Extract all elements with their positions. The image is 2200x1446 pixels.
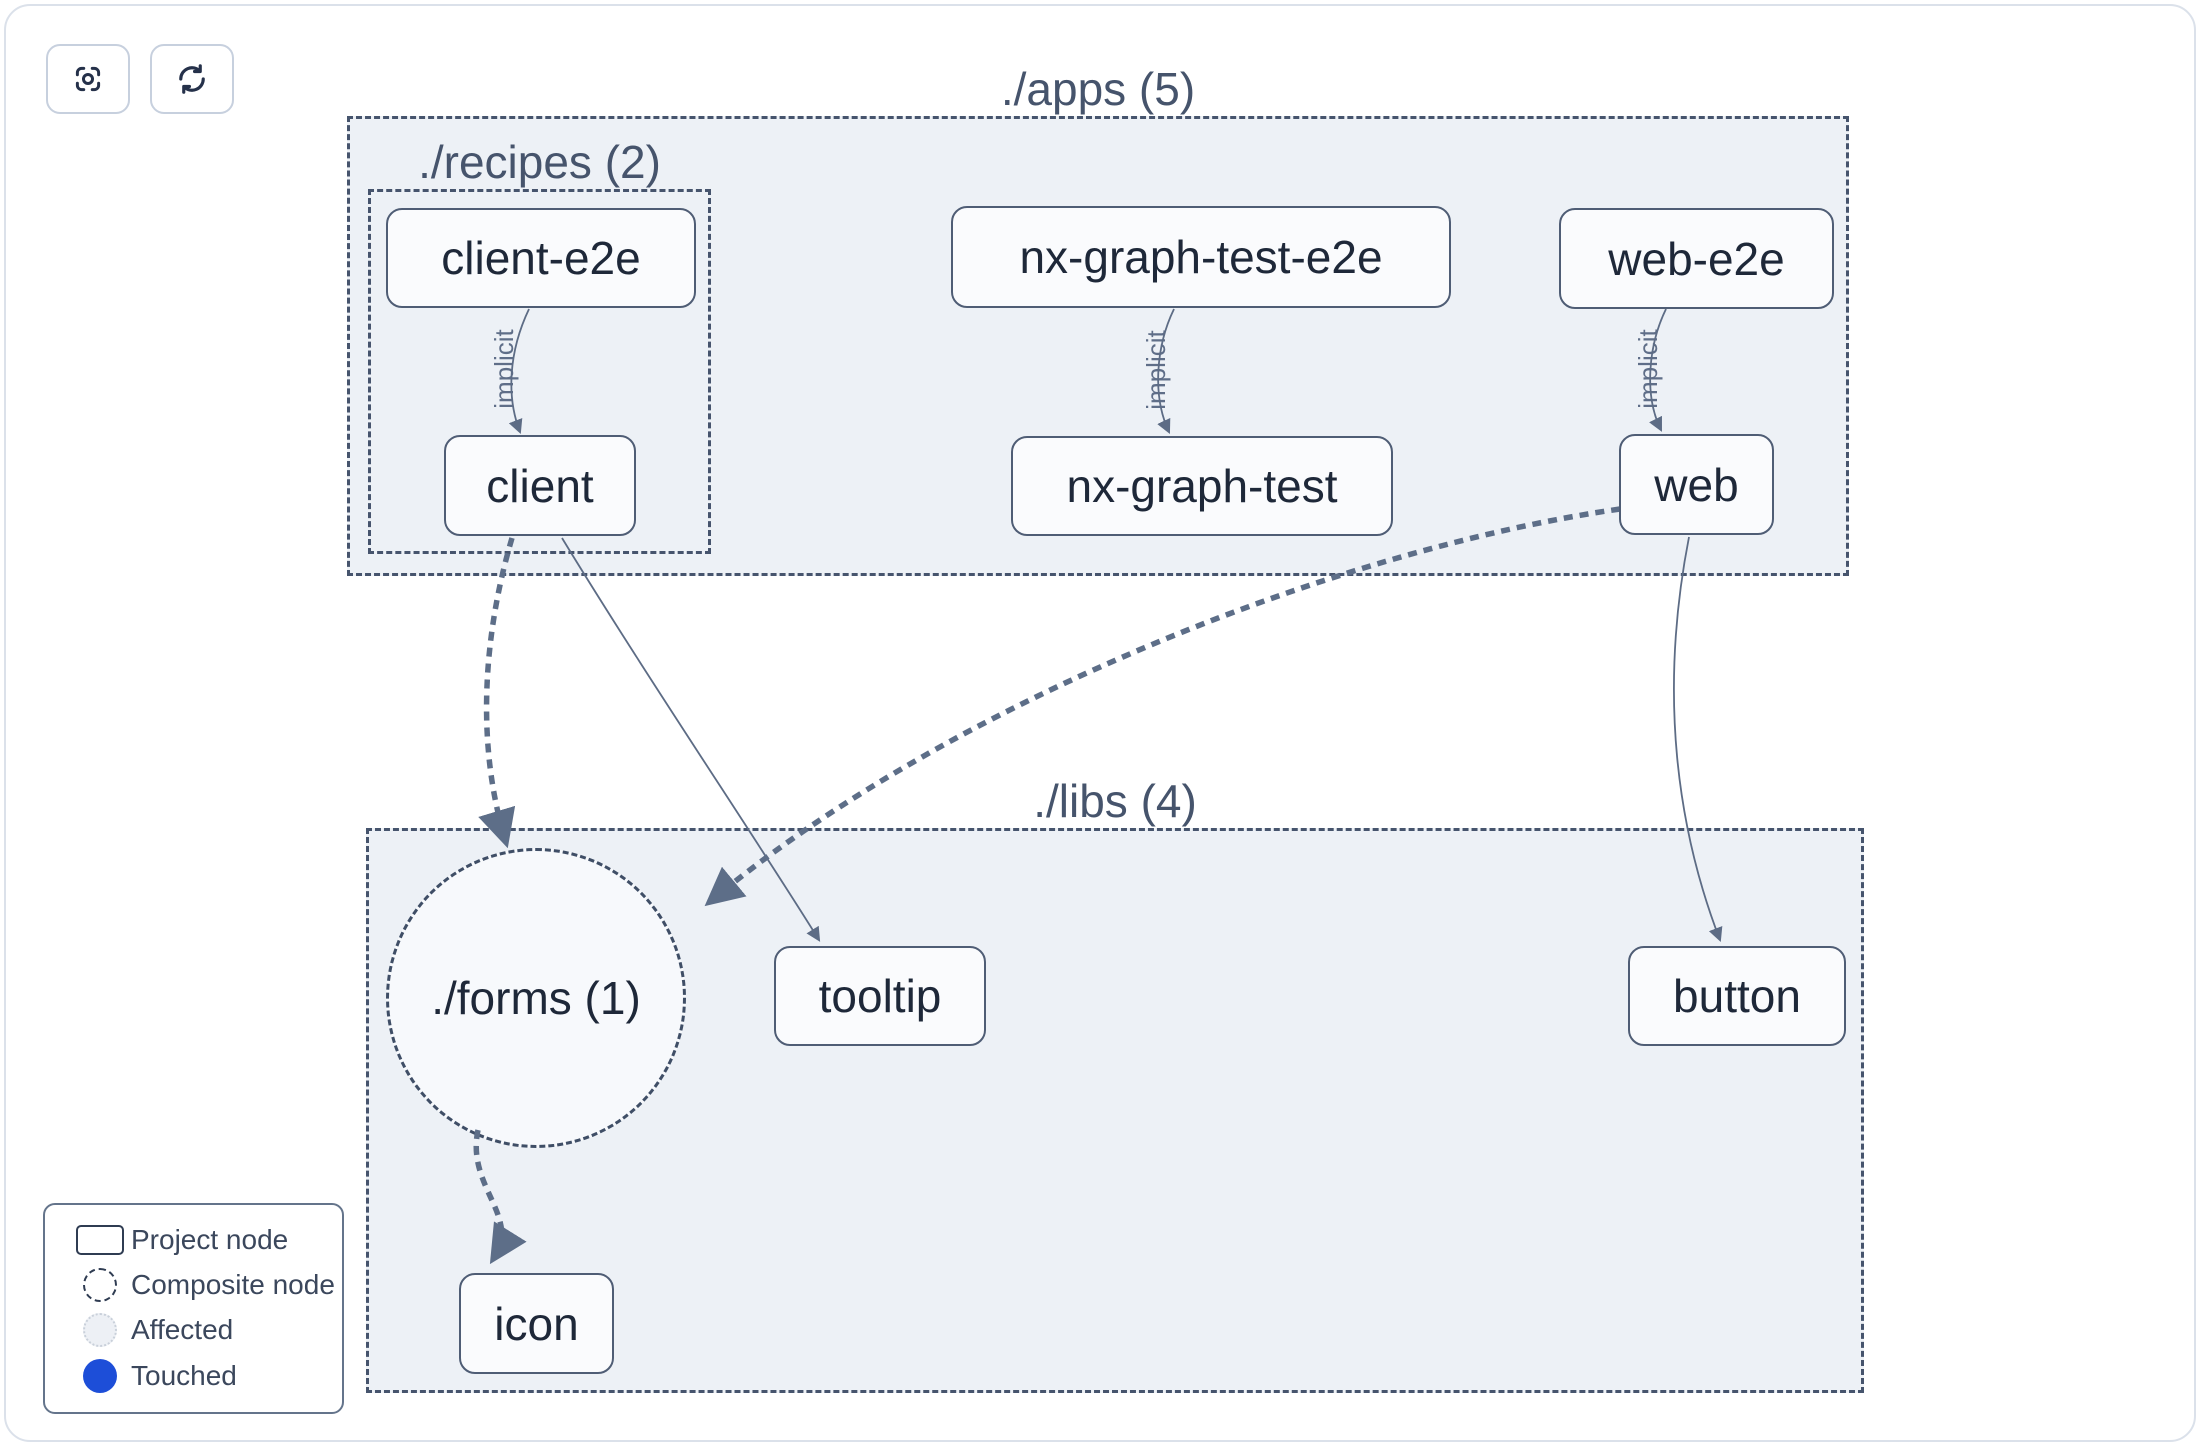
node-client-e2e[interactable]: client-e2e xyxy=(386,208,696,308)
node-tooltip-label: tooltip xyxy=(818,970,942,1022)
graph-canvas[interactable]: ./apps (5) ./recipes (2) ./libs (4) ./fo… xyxy=(4,4,2196,1442)
center-graph-button[interactable] xyxy=(46,44,130,114)
legend-label: Composite node xyxy=(131,1268,335,1300)
edge-label-implicit-1: implicit xyxy=(489,329,519,409)
node-forms-label: ./forms (1) xyxy=(431,972,641,1024)
node-client-e2e-label: client-e2e xyxy=(441,232,641,284)
edge-client-e2e-to-client xyxy=(508,308,530,435)
edge-label-implicit-2: implicit xyxy=(1141,330,1171,410)
node-icon[interactable]: icon xyxy=(459,1273,614,1374)
edges-layer: implicit implicit implicit xyxy=(473,308,1723,1265)
edge-forms-to-icon xyxy=(473,1129,527,1265)
node-nx-graph-test-e2e-label: nx-graph-test-e2e xyxy=(1019,231,1383,283)
node-client-label: client xyxy=(486,459,594,512)
cluster-recipes-title: ./recipes (2) xyxy=(418,136,661,188)
node-web-e2e-label: web-e2e xyxy=(1608,232,1785,285)
affected-swatch xyxy=(83,1313,117,1348)
node-button[interactable]: button xyxy=(1628,946,1846,1046)
node-button-label: button xyxy=(1673,970,1801,1022)
edge-nx-graph-test-e2e-to-nx-graph-test xyxy=(1157,308,1175,434)
node-nx-graph-test[interactable]: nx-graph-test xyxy=(1011,436,1393,536)
legend-item-project-node: Project node xyxy=(45,1224,342,1256)
node-client[interactable]: client xyxy=(444,435,636,536)
touched-swatch xyxy=(83,1358,117,1393)
edge-label-implicit-3: implicit xyxy=(1633,329,1663,409)
cluster-apps-title: ./apps (5) xyxy=(1000,63,1196,115)
node-nx-graph-test-e2e[interactable]: nx-graph-test-e2e xyxy=(951,206,1451,308)
legend-item-composite-node: Composite node xyxy=(45,1267,342,1302)
edge-client-to-forms xyxy=(478,537,516,849)
legend-label: Affected xyxy=(131,1314,234,1346)
node-nx-graph-test-label: nx-graph-test xyxy=(1066,460,1338,512)
composite-node-swatch xyxy=(83,1267,117,1302)
legend: Project node Composite node Affected Tou… xyxy=(43,1203,344,1414)
edge-web-e2e-to-web xyxy=(1649,308,1667,432)
edge-web-to-forms xyxy=(704,506,1621,907)
refresh-icon xyxy=(174,61,210,97)
cluster-libs-title: ./libs (4) xyxy=(1033,775,1197,827)
node-web-label: web xyxy=(1654,458,1739,511)
legend-item-touched: Touched xyxy=(45,1358,342,1393)
node-web[interactable]: web xyxy=(1619,434,1774,535)
edge-web-to-button xyxy=(1673,536,1723,943)
refresh-button[interactable] xyxy=(150,44,234,114)
node-web-e2e[interactable]: web-e2e xyxy=(1559,208,1834,309)
toolbar xyxy=(46,44,234,114)
project-node-swatch xyxy=(76,1225,124,1256)
legend-item-affected: Affected xyxy=(45,1313,342,1348)
legend-label: Touched xyxy=(131,1359,237,1391)
focus-icon xyxy=(71,62,105,96)
edge-client-to-tooltip xyxy=(561,537,821,942)
node-forms-composite[interactable]: ./forms (1) xyxy=(386,848,686,1148)
legend-label: Project node xyxy=(131,1224,289,1256)
node-tooltip[interactable]: tooltip xyxy=(774,946,986,1046)
node-icon-label: icon xyxy=(494,1297,579,1350)
